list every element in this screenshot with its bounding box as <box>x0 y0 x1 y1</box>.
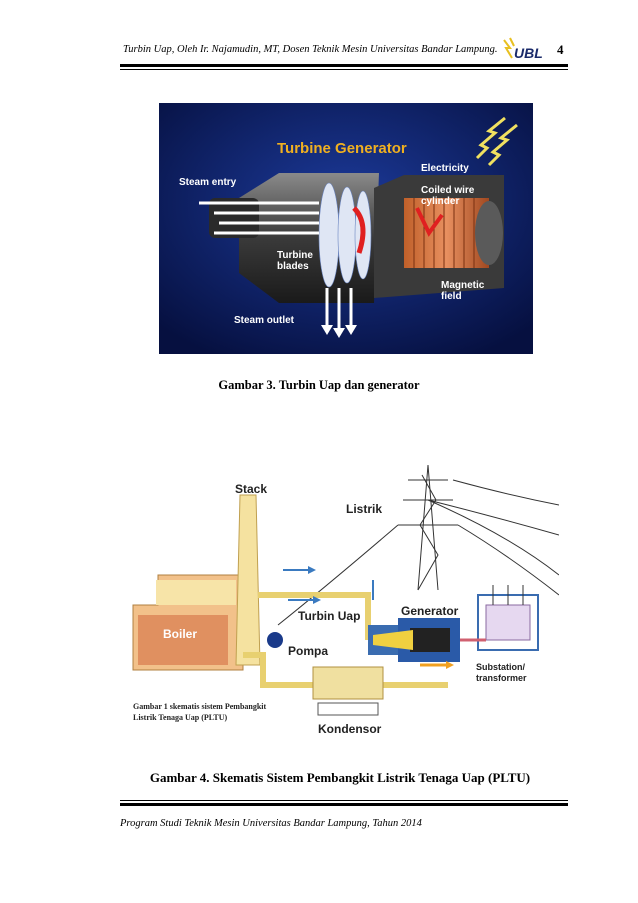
label-turbine: Turbine <box>277 250 313 261</box>
label-field: field <box>441 291 462 302</box>
label-magnetic: Magnetic <box>441 280 485 291</box>
label-transformer: transformer <box>476 673 527 683</box>
figure-turbine-generator: Turbine Generator Steam entry Electricit… <box>159 103 533 354</box>
fig4-note-line2: Listrik Tenaga Uap (PLTU) <box>133 713 228 722</box>
university-logo: UBL <box>500 36 552 64</box>
figure4-caption: Gambar 4. Skematis Sistem Pembangkit Lis… <box>0 770 638 786</box>
label-electricity: Electricity <box>421 163 469 174</box>
fig3-title: Turbine Generator <box>277 140 407 157</box>
header-rule <box>120 64 568 67</box>
label-listrik: Listrik <box>346 502 382 516</box>
page-header: Turbin Uap, Oleh Ir. Najamudin, MT, Dose… <box>123 44 498 55</box>
page-footer: Program Studi Teknik Mesin Universitas B… <box>120 818 422 829</box>
label-turbin-uap: Turbin Uap <box>298 609 360 623</box>
figure3-caption: Gambar 3. Turbin Uap dan generator <box>0 378 638 393</box>
label-generator: Generator <box>401 604 459 618</box>
label-substation: Substation/ <box>476 662 525 672</box>
label-steam-entry: Steam entry <box>179 177 237 188</box>
label-steam-outlet: Steam outlet <box>234 315 295 326</box>
footer-rule-thin <box>120 800 568 801</box>
label-pompa: Pompa <box>288 644 328 658</box>
page-number: 4 <box>557 42 564 58</box>
label-boiler: Boiler <box>163 627 197 641</box>
figure-pltu-schematic: Stack Listrik Boiler Turbin Uap Generato… <box>128 455 559 738</box>
logo-text: UBL <box>514 45 543 61</box>
label-blades: blades <box>277 261 309 272</box>
fig4-note-line1: Gambar 1 skematis sistem Pembangkit <box>133 702 267 711</box>
label-kondensor: Kondensor <box>318 722 382 736</box>
label-cylinder: cylinder <box>421 196 459 207</box>
footer-rule <box>120 803 568 806</box>
header-rule-thin <box>120 69 568 70</box>
label-coiled-wire: Coiled wire <box>421 185 475 196</box>
label-stack: Stack <box>235 482 267 496</box>
